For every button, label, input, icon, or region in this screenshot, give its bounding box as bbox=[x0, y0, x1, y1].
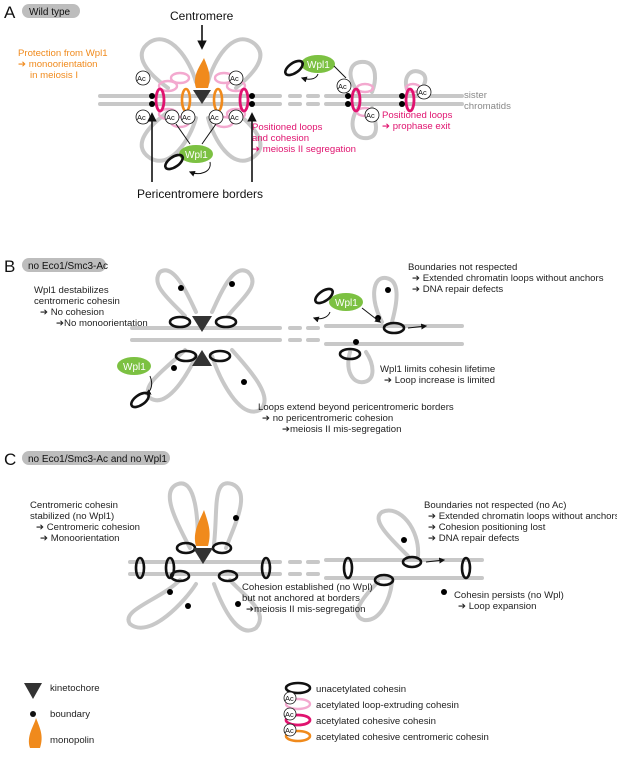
svg-text:➔ Monoorientation: ➔ Monoorientation bbox=[40, 533, 120, 544]
panel-c-pill-label: no Eco1/Smc3-Ac and no Wpl1 bbox=[28, 454, 167, 465]
panel-a-pill-label: Wild type bbox=[29, 7, 71, 18]
legend-monopolin: monopolin bbox=[50, 735, 94, 746]
panel-a-pill bbox=[22, 4, 80, 18]
panel-c: C no Eco1/Smc3-Ac and no Wpl1 Centromeri… bbox=[4, 450, 617, 633]
panel-b-chromatin bbox=[130, 268, 464, 414]
legend-cohesive-icon bbox=[284, 713, 312, 727]
svg-text:➔No monoorientation: ➔No monoorientation bbox=[56, 318, 148, 329]
legend-kinetochore-icon bbox=[24, 683, 42, 699]
sister-2: chromatids bbox=[464, 101, 511, 112]
svg-text:➔ Centromeric cohesion: ➔ Centromeric cohesion bbox=[36, 522, 140, 533]
svg-text:centromeric cohesin: centromeric cohesin bbox=[34, 296, 120, 307]
svg-text:Boundaries not respected (no A: Boundaries not respected (no Ac) bbox=[424, 500, 566, 511]
legend-kinetochore: kinetochore bbox=[50, 683, 100, 694]
panel-a-letter: A bbox=[4, 3, 16, 22]
legend-loop-extruding-icon bbox=[284, 697, 312, 711]
svg-text:➔ DNA repair defects: ➔ DNA repair defects bbox=[428, 533, 519, 544]
inhibit-line-1 bbox=[175, 123, 191, 145]
panel-a-kinetochore bbox=[193, 90, 211, 104]
svg-text:➔ Loop increase is limited: ➔ Loop increase is limited bbox=[384, 375, 495, 386]
panel-b-pill-label: no Eco1/Smc3-Ac bbox=[28, 261, 108, 272]
protection-label-2: ➔ monoorientation bbox=[18, 59, 98, 70]
legend-boundary: boundary bbox=[50, 709, 90, 720]
panel-a-boundaries bbox=[149, 93, 405, 107]
panel-a-wpl1-center bbox=[179, 145, 213, 163]
positioned-loops-1: Positioned loops bbox=[252, 122, 323, 133]
panel-b: B no Eco1/Smc3-Ac Wpl1 destabilizes cent… bbox=[4, 257, 604, 435]
legend-boundary-icon bbox=[30, 711, 36, 717]
svg-text:➔meiosis II mis-segregation: ➔meiosis II mis-segregation bbox=[282, 424, 401, 435]
svg-text:Wpl1: Wpl1 bbox=[335, 298, 358, 309]
svg-text:stabilized (no Wpl1): stabilized (no Wpl1) bbox=[30, 511, 114, 522]
svg-text:Ac: Ac bbox=[210, 113, 219, 122]
svg-text:unacetylated cohesin: unacetylated cohesin bbox=[316, 684, 406, 695]
panel-b-pill bbox=[22, 258, 106, 272]
svg-text:Ac: Ac bbox=[230, 113, 239, 122]
panel-c-letter: C bbox=[4, 450, 16, 469]
svg-text:Loops extend beyond pericentro: Loops extend beyond pericentromeric bord… bbox=[258, 402, 454, 413]
svg-text:Ac: Ac bbox=[338, 82, 347, 91]
panel-a: A Wild type Centromere Protection from W… bbox=[4, 3, 511, 201]
protection-label-3: in meiosis I bbox=[30, 70, 78, 81]
legend-monopolin-icon bbox=[28, 718, 42, 748]
svg-text:but not anchored at borders: but not anchored at borders bbox=[242, 593, 360, 604]
svg-text:➔ DNA repair defects: ➔ DNA repair defects bbox=[412, 284, 503, 295]
prophase-1: Positioned loops bbox=[382, 110, 453, 121]
svg-text:Wpl1: Wpl1 bbox=[123, 362, 146, 373]
svg-text:Cohesin persists (no Wpl): Cohesin persists (no Wpl) bbox=[454, 590, 564, 601]
svg-text:Boundaries not respected: Boundaries not respected bbox=[408, 262, 517, 273]
panel-c-pill bbox=[22, 451, 170, 465]
panel-a-released-cohesin bbox=[164, 153, 184, 171]
panel-a-cohesive-cohesins bbox=[154, 87, 416, 113]
svg-text:➔ No cohesion: ➔ No cohesion bbox=[40, 307, 104, 318]
svg-text:➔ Extended chromatin loops wit: ➔ Extended chromatin loops without ancho… bbox=[412, 273, 604, 284]
panel-c-monopolin bbox=[194, 510, 210, 546]
panel-b-letter: B bbox=[4, 257, 15, 276]
svg-text:Ac: Ac bbox=[285, 694, 294, 703]
centromere-label: Centromere bbox=[170, 9, 234, 23]
positioned-loops-2: and cohesion bbox=[252, 133, 309, 144]
legend-centromeric-icon bbox=[284, 729, 312, 743]
panel-c-kinetochore bbox=[193, 548, 213, 564]
panel-b-kinetochore-bottom bbox=[192, 350, 212, 366]
svg-text:Cohesion established (no Wpl): Cohesion established (no Wpl) bbox=[242, 582, 373, 593]
svg-text:Ac: Ac bbox=[285, 726, 294, 735]
pericentromere-borders-label: Pericentromere borders bbox=[137, 187, 263, 201]
panel-a-wpl1-center-label: Wpl1 bbox=[185, 150, 208, 161]
panel-c-chromatin bbox=[126, 481, 484, 633]
svg-text:Ac: Ac bbox=[366, 111, 375, 120]
protection-label-1: Protection from Wpl1 bbox=[18, 48, 108, 59]
svg-text:Ac: Ac bbox=[137, 113, 146, 122]
svg-text:➔ no pericentromeric cohesion: ➔ no pericentromeric cohesion bbox=[262, 413, 393, 424]
svg-text:Ac: Ac bbox=[166, 113, 175, 122]
sister-1: sister bbox=[464, 90, 488, 101]
panel-b-kinetochore-top bbox=[192, 316, 212, 332]
svg-text:acetylated cohesive cohesin: acetylated cohesive cohesin bbox=[316, 716, 436, 727]
panel-a-monopolin bbox=[194, 58, 210, 88]
svg-text:Centromeric cohesin: Centromeric cohesin bbox=[30, 500, 118, 511]
svg-text:Ac: Ac bbox=[285, 710, 294, 719]
panel-c-boundaries bbox=[167, 515, 447, 609]
svg-text:Wpl1: Wpl1 bbox=[307, 60, 330, 71]
svg-text:Wpl1 destabilizes: Wpl1 destabilizes bbox=[34, 285, 109, 296]
svg-text:acetylated cohesive centromeri: acetylated cohesive centromeric cohesin bbox=[316, 732, 489, 743]
svg-text:acetylated loop-extruding cohe: acetylated loop-extruding cohesin bbox=[316, 700, 459, 711]
prophase-2: ➔ prophase exit bbox=[382, 121, 451, 132]
svg-text:Ac: Ac bbox=[230, 74, 239, 83]
positioned-loops-3: ➔ meiosis II segregation bbox=[252, 144, 356, 155]
svg-text:Ac: Ac bbox=[137, 74, 146, 83]
svg-text:➔ Loop expansion: ➔ Loop expansion bbox=[458, 601, 536, 612]
legend-unacetylated-icon bbox=[284, 681, 312, 695]
svg-text:➔meiosis II mis-segregation: ➔meiosis II mis-segregation bbox=[246, 604, 365, 615]
svg-text:Ac: Ac bbox=[182, 113, 191, 122]
svg-text:Wpl1 limits cohesin lifetime: Wpl1 limits cohesin lifetime bbox=[380, 364, 495, 375]
panel-a-wpl1-right bbox=[301, 55, 335, 73]
inhibit-line-2 bbox=[201, 123, 217, 145]
svg-text:➔ Extended chromatin loops wit: ➔ Extended chromatin loops without ancho… bbox=[428, 511, 617, 522]
svg-text:➔ Cohesion positioning lost: ➔ Cohesion positioning lost bbox=[428, 522, 546, 533]
legend: kinetochore boundary monopolin unacetyla… bbox=[24, 681, 489, 748]
svg-text:Ac: Ac bbox=[418, 88, 427, 97]
